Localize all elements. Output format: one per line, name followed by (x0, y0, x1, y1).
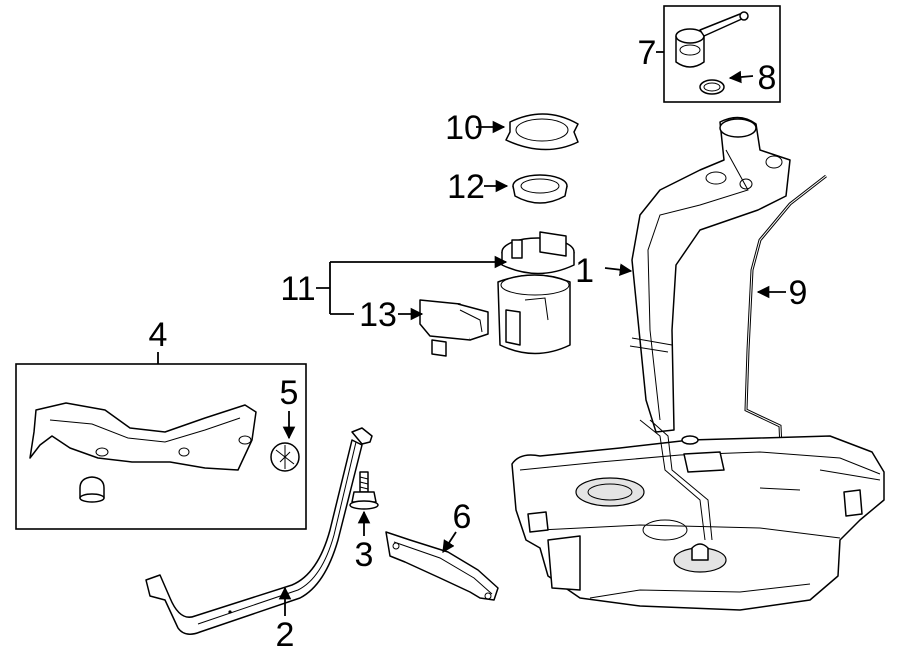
callout-6: 6 (453, 498, 472, 536)
heat-shield-group (15, 352, 307, 530)
heat-shield-box (15, 363, 307, 530)
callout-7: 7 (638, 34, 657, 72)
seal-group (484, 174, 568, 204)
heat-shield-nut (79, 476, 105, 499)
strap-upper-bracket (351, 427, 373, 445)
pump-connector (539, 231, 567, 257)
cap-tether (699, 13, 745, 37)
lock-ring (505, 113, 579, 151)
callout-bracket-11 (316, 262, 331, 314)
filler-cap-box (663, 5, 781, 103)
filler-neck-group (604, 116, 791, 433)
callout-line-6 (442, 531, 457, 554)
callout-line-1 (604, 263, 633, 276)
tank-strap-group (145, 427, 373, 635)
callout-8: 8 (758, 59, 777, 97)
cap-seal (699, 79, 725, 95)
callout-9: 9 (789, 274, 808, 312)
callout-labels: 1 2 3 4 5 6 7 8 9 10 11 12 13 (149, 34, 808, 654)
callout-line-8 (728, 70, 754, 84)
callout-10: 10 (445, 109, 483, 147)
callout-4: 4 (149, 316, 168, 354)
fuel-pump-group (316, 231, 575, 357)
filler-cap-group (656, 5, 781, 103)
callout-12: 12 (447, 168, 485, 206)
callout-11: 11 (280, 270, 315, 308)
fuel-tank (511, 419, 885, 611)
bolt-head (351, 491, 377, 503)
tank-strap (145, 439, 363, 635)
lock-ring-group (476, 113, 579, 151)
shield-plate (385, 531, 499, 601)
shield-plate-group (385, 531, 499, 601)
callout-3: 3 (355, 536, 374, 574)
callout-5: 5 (280, 374, 299, 412)
callout-13: 13 (359, 296, 397, 334)
filler-neck (631, 116, 791, 433)
callout-2: 2 (276, 616, 295, 654)
bolt-group (349, 471, 379, 536)
heat-shield (29, 402, 257, 471)
callout-1: 1 (575, 252, 594, 290)
